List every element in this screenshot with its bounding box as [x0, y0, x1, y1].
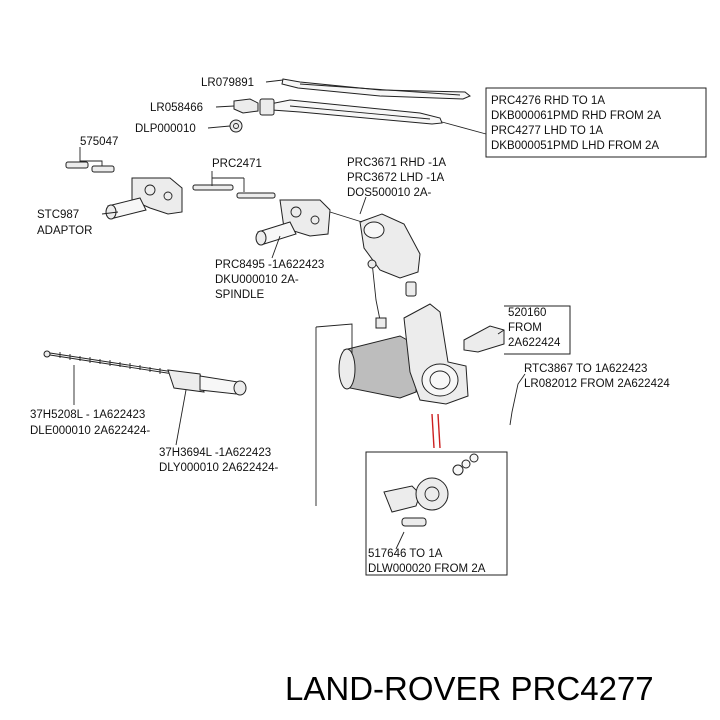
label-tube-2: DLY000010 2A622424-: [159, 462, 279, 474]
label-520160-3: 2A622424: [508, 337, 561, 349]
rack-tube-part: [167, 369, 247, 396]
label-stc987: STC987: [37, 209, 79, 221]
wiper-blade-part: [281, 78, 471, 100]
leader-lines: [73, 79, 526, 550]
label-rack-1: 37H5208L - 1A622423: [30, 409, 145, 421]
motor-crank-part: [329, 211, 421, 321]
label-prc2471: PRC2471: [212, 158, 262, 170]
adaptor-wheelbox-part: [105, 177, 183, 220]
label-motor-2: PRC3672 LHD -1A: [347, 172, 444, 184]
label-spindle-1: PRC8495 -1A622423: [215, 259, 324, 271]
label-blade-3: PRC4277 LHD TO 1A: [491, 125, 603, 137]
label-520160-2: FROM: [508, 322, 542, 334]
label-lr079891: LR079891: [201, 77, 254, 89]
cap-nut-part: [233, 98, 259, 114]
label-gear-2: DLW000020 FROM 2A: [368, 563, 486, 575]
label-spindle-2: DKU000010 2A-: [215, 274, 299, 286]
label-520160-1: 520160: [508, 307, 546, 319]
wiper-arm-part: [259, 98, 443, 125]
label-575047: 575047: [80, 136, 118, 148]
clip-label-box: [504, 305, 571, 355]
highlight-wire: [431, 413, 441, 449]
label-dlp000010: DLP000010: [135, 123, 196, 135]
label-rack-2: DLE000010 2A622424-: [30, 425, 150, 437]
washer-part: [229, 119, 243, 133]
label-spindle-3: SPINDLE: [215, 289, 265, 301]
label-rtc-1: RTC3867 TO 1A622423: [524, 363, 647, 375]
label-blade-1: PRC4276 RHD TO 1A: [491, 95, 605, 107]
label-blade-2: DKB000061PMD RHD FROM 2A: [491, 110, 661, 122]
rods-prc2471: [192, 184, 276, 199]
label-tube-1: 37H3694L -1A622423: [159, 447, 271, 459]
pins-575047: [65, 161, 115, 173]
footer-title: LAND-ROVER PRC4277: [285, 670, 654, 707]
label-rtc-2: LR082012 FROM 2A622424: [524, 378, 670, 390]
label-motor-1: PRC3671 RHD -1A: [347, 157, 446, 169]
label-adaptor: ADAPTOR: [37, 225, 92, 237]
clip-520160: [463, 325, 505, 353]
label-lr058466: LR058466: [150, 102, 203, 114]
wiper-motor-part: [338, 303, 469, 405]
drive-rack-part: [43, 350, 181, 376]
label-blade-4: DKB000051PMD LHD FROM 2A: [491, 140, 659, 152]
label-gear-1: 517646 TO 1A: [368, 548, 443, 560]
spindle-wheelbox-part: [255, 199, 331, 246]
label-motor-3: DOS500010 2A-: [347, 187, 432, 199]
gear-set-part: [383, 453, 479, 527]
blade-label-box: [485, 87, 707, 158]
gear-label-box: [365, 451, 508, 576]
